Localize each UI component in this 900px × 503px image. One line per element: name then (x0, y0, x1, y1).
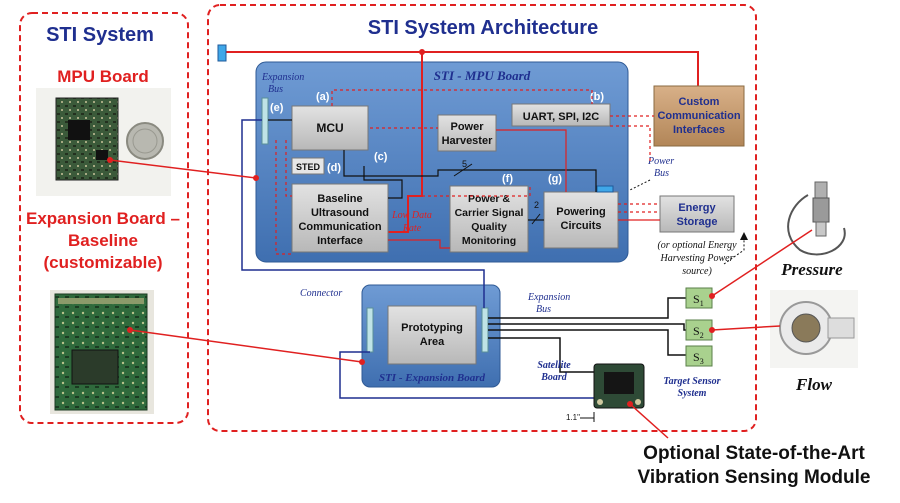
pressure-sensor-image (787, 181, 846, 256)
expansion-bus-proto-right (481, 307, 489, 353)
expansion-bus-mpu (261, 97, 269, 145)
baseline-label-2: Ultrasound (311, 207, 369, 219)
low-data-rate-1: Low Data (391, 210, 432, 221)
bus-width-5: 5 (462, 159, 467, 169)
architecture-panel (207, 4, 757, 432)
baseline-label-4: Interface (317, 235, 363, 247)
power-harvester-label-1: Power (450, 121, 484, 133)
power-carrier-block[interactable] (449, 185, 529, 253)
proto-label-1: Prototyping (401, 322, 463, 334)
expansion-bus-top-2: Bus (268, 84, 283, 95)
expansion-board-photo (50, 290, 154, 414)
baseline-label-1: Baseline (317, 193, 362, 205)
letter-f: (f) (502, 173, 513, 185)
sensor-s2-label: S2 (693, 324, 704, 340)
sted-box (291, 157, 325, 175)
energy-label-1: Energy (678, 202, 716, 214)
energy-label-2: Storage (677, 216, 718, 228)
power-harvester-label-2: Harvester (442, 135, 493, 147)
satellite-board-label-2: Board (540, 372, 568, 383)
pcsqm-label-3: Quality (471, 221, 507, 233)
target-sensor-label-2: System (678, 388, 707, 399)
power-harvester-block[interactable] (437, 114, 497, 152)
power-bus-connector (596, 185, 614, 193)
proto-label-2: Area (420, 336, 445, 348)
mpu-board-label: MPU Board (57, 67, 149, 86)
satellite-dimension: 1.1" (566, 413, 580, 422)
letter-e: (e) (270, 102, 284, 114)
pcsqm-label-4: Monitoring (462, 235, 516, 247)
expansion-bus-proto-left (366, 307, 374, 353)
satellite-board-label-1: Satellite (537, 360, 571, 371)
custom-comm-label-3: Interfaces (673, 124, 725, 136)
energy-note-1: (or optional Energy (657, 240, 737, 251)
sensor-s3-label: S3 (693, 350, 704, 366)
custom-comm-label-2: Communication (657, 110, 740, 122)
sti-system-panel (19, 12, 189, 424)
expansion-bus-bottom-1: Expansion (527, 292, 570, 303)
expansion-board-label-2: Baseline (68, 231, 138, 250)
expansion-board-label-1: Expansion Board – (26, 209, 180, 228)
letter-d: (d) (327, 162, 341, 174)
optional-module-line-2: Vibration Sensing Module (638, 467, 871, 488)
expansion-board-title: STI - Expansion Board (379, 372, 486, 384)
architecture-title: STI System Architecture (368, 17, 598, 39)
letter-b: (b) (590, 91, 604, 103)
pressure-label: Pressure (780, 260, 843, 279)
expansion-bus-bottom-2: Bus (536, 304, 551, 315)
power-bus-label-1: Power (647, 156, 674, 167)
sensor-s1-label: S1 (693, 292, 704, 308)
energy-note-2: Harvesting Power (659, 253, 733, 264)
optional-module-line-1: Optional State-of-the-Art (643, 443, 865, 464)
energy-storage-block[interactable] (659, 195, 735, 233)
sensor-s3[interactable] (685, 345, 713, 367)
letter-c: (c) (374, 151, 388, 163)
pcsqm-label-1: Power & (468, 193, 510, 205)
low-data-rate-2: Rate (402, 223, 422, 234)
letter-a: (a) (316, 91, 330, 103)
letter-g: (g) (548, 173, 562, 185)
target-sensor-label-1: Target Sensor (663, 376, 720, 387)
powering-circuits-block[interactable] (543, 191, 619, 249)
custom-comm-label-1: Custom (679, 96, 720, 108)
bus-width-2: 2 (534, 200, 539, 210)
uart-block[interactable] (511, 103, 611, 127)
satellite-board-photo (593, 363, 645, 409)
sti-system-title: STI System (46, 24, 154, 46)
mpu-board-title: STI - MPU Board (434, 68, 531, 83)
top-connector (217, 44, 227, 62)
baseline-ultrasound-block[interactable] (291, 183, 389, 253)
powering-label-2: Circuits (561, 220, 602, 232)
mcu-label: MCU (316, 121, 343, 135)
flow-label: Flow (795, 375, 833, 394)
sted-label: STED (296, 162, 321, 172)
pcsqm-label-2: Carrier Signal (455, 207, 524, 219)
baseline-label-3: Communication (298, 221, 381, 233)
custom-comm-block[interactable] (653, 85, 745, 147)
prototyping-area-block[interactable] (387, 305, 477, 365)
mcu-block[interactable] (291, 105, 369, 151)
expansion-board-label-3: (customizable) (43, 253, 162, 272)
expansion-bus-top-1: Expansion (261, 72, 304, 83)
mpu-board-photo (36, 88, 171, 196)
energy-note-3: source) (682, 266, 712, 277)
flow-sensor-image (770, 290, 858, 368)
uart-label: UART, SPI, I2C (523, 111, 599, 123)
connector-label: Connector (300, 288, 342, 299)
power-bus-label-2: Bus (654, 168, 669, 179)
powering-label-1: Powering (556, 206, 606, 218)
